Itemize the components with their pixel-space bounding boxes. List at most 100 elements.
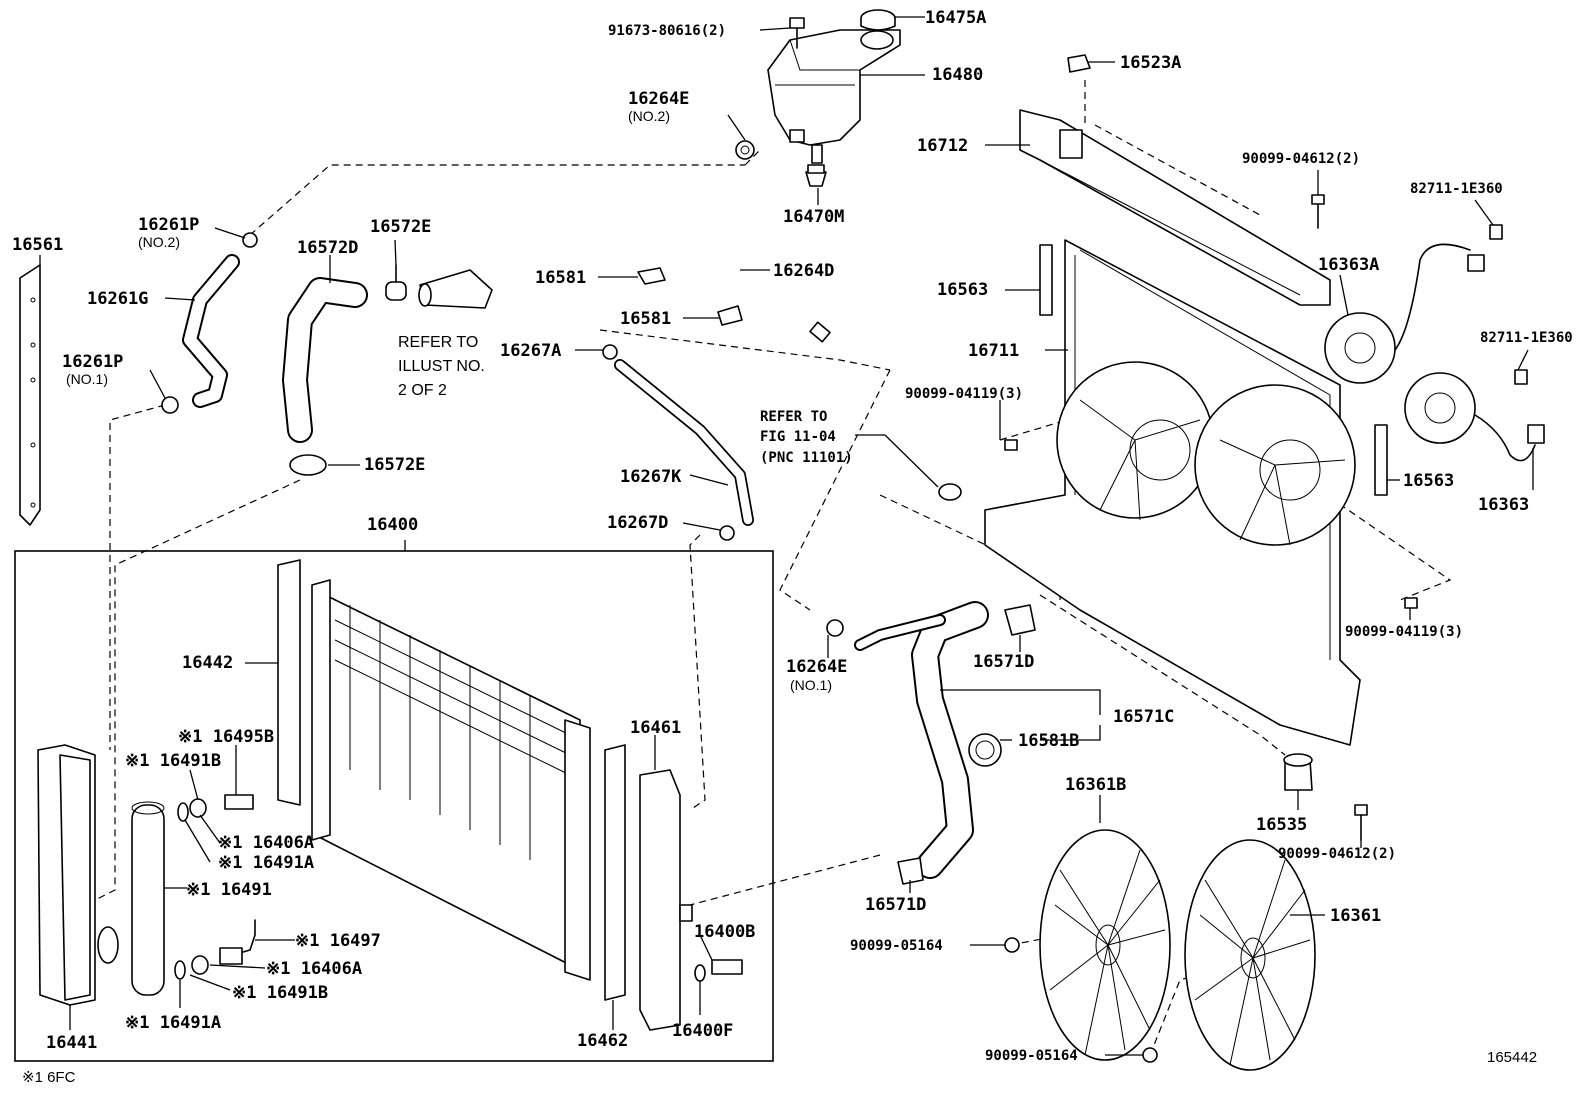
label-90099-04119-bot: 90099-04119(3) bbox=[1345, 624, 1463, 640]
label-90099-04612-bot: 90099-04612(2) bbox=[1278, 846, 1396, 862]
pipe-497 bbox=[219, 919, 256, 965]
fan-16361 bbox=[1184, 839, 1316, 1071]
radiator-tank-16441 bbox=[37, 744, 119, 1006]
label-16581B: 16581B bbox=[1018, 731, 1079, 751]
radiator-seal-16442 bbox=[277, 559, 301, 806]
note-refer-illust-1: REFER TO bbox=[398, 334, 478, 351]
note-refer-fig-3: (PNC 11101) bbox=[760, 450, 853, 466]
hose-clip-no2 bbox=[735, 140, 755, 160]
label-16400F: 16400F bbox=[672, 1021, 733, 1041]
note-refer-fig-1: REFER TO bbox=[760, 409, 827, 425]
hose-clamp-16571D-top bbox=[1004, 604, 1036, 636]
hose-clip-16261P-no1 bbox=[161, 396, 179, 414]
label-16470M: 16470M bbox=[783, 207, 844, 227]
label-16462: 16462 bbox=[577, 1031, 628, 1051]
overflow-hose bbox=[614, 359, 754, 526]
label-16400B: 16400B bbox=[694, 922, 755, 942]
fan-motor bbox=[1404, 372, 1545, 462]
seal-right bbox=[1374, 424, 1388, 496]
label-16495B: ※1 16495B bbox=[178, 727, 274, 747]
fan-16361B bbox=[1039, 829, 1171, 1061]
hose-clamp-16581B bbox=[968, 733, 1002, 767]
leader-lines bbox=[39, 16, 1534, 1056]
note-refer-fig-2: FIG 11-04 bbox=[760, 429, 836, 445]
label-16497: ※1 16497 bbox=[295, 931, 381, 951]
hose-bracket-a bbox=[637, 267, 666, 285]
label-90099-04612-top: 90099-04612(2) bbox=[1242, 151, 1360, 167]
label-16441: 16441 bbox=[46, 1033, 97, 1053]
washer-406A-bot bbox=[191, 955, 209, 975]
hose-clamp-16572E-bot bbox=[289, 454, 327, 476]
note-refer-illust-2: ILLUST NO. bbox=[398, 358, 485, 375]
figure-id: 165442 bbox=[1487, 1049, 1537, 1066]
label-16406A-top: ※1 16406A bbox=[218, 833, 314, 853]
label-16475A: 16475A bbox=[925, 8, 986, 28]
label-16261P-no2: 16261P bbox=[138, 215, 199, 235]
label-16491B-top: ※1 16491B bbox=[125, 751, 221, 771]
label-16363: 16363 bbox=[1478, 495, 1529, 515]
reservoir-cap bbox=[860, 9, 896, 31]
label-16442: 16442 bbox=[182, 653, 233, 673]
radiator-inlet-hose bbox=[282, 277, 368, 443]
label-16712: 16712 bbox=[917, 136, 968, 156]
label-90099-05164-bot: 90099-05164 bbox=[985, 1048, 1078, 1064]
oring-491B-bot bbox=[174, 960, 186, 980]
label-90099-04119-top: 90099-04119(3) bbox=[905, 386, 1023, 402]
clip-82711-bot bbox=[1514, 369, 1528, 385]
pipe-ring bbox=[938, 483, 962, 501]
label-16571D-bot: 16571D bbox=[865, 895, 926, 915]
label-16406A-bot: ※1 16406A bbox=[266, 959, 362, 979]
hose-clip-16267D bbox=[719, 525, 735, 541]
label-16563-left: 16563 bbox=[937, 280, 988, 300]
label-16571D-top: 16571D bbox=[973, 652, 1034, 672]
label-16523A: 16523A bbox=[1120, 53, 1181, 73]
label-16267A: 16267A bbox=[500, 341, 561, 361]
fan-shroud bbox=[984, 239, 1361, 746]
bolt-04119-top bbox=[1004, 439, 1018, 451]
tank-bolt bbox=[789, 17, 805, 49]
radiator-assembly-box bbox=[14, 540, 774, 1062]
reservoir-hose bbox=[662, 175, 833, 348]
note-refer-illust-3: 2 OF 2 bbox=[398, 382, 447, 399]
bolt-04612-top bbox=[1311, 194, 1325, 229]
label-16363A: 16363A bbox=[1318, 255, 1379, 275]
label-16711: 16711 bbox=[968, 341, 1019, 361]
label-16261P-no2-sub: (NO.2) bbox=[138, 234, 180, 250]
label-16491A-bot: ※1 16491A bbox=[125, 1013, 221, 1033]
oring-491B-top bbox=[177, 802, 189, 822]
label-16261G: 16261G bbox=[87, 289, 148, 309]
label-16361B: 16361B bbox=[1065, 775, 1126, 795]
label-16400: 16400 bbox=[367, 515, 418, 535]
label-16581-b: 16581 bbox=[620, 309, 671, 329]
label-82711-1E360-top: 82711-1E360 bbox=[1410, 181, 1503, 197]
fan-motor-no2 bbox=[1324, 243, 1485, 384]
radiator-core bbox=[311, 579, 591, 981]
label-16264E-no2: 16264E bbox=[628, 89, 689, 109]
water-inlet-fitting bbox=[418, 269, 493, 309]
radiator-seal-16462 bbox=[604, 744, 626, 1001]
hose-clip-16264E-no1 bbox=[826, 619, 844, 637]
label-16480: 16480 bbox=[932, 65, 983, 85]
bolt-04119-bot bbox=[1404, 597, 1418, 609]
hose-clip-16261P-no2 bbox=[242, 232, 258, 248]
radiator-tank-16461 bbox=[639, 769, 693, 1031]
label-82711-1E360-bot: 82711-1E360 bbox=[1480, 330, 1573, 346]
label-16572E-top: 16572E bbox=[370, 217, 431, 237]
bolt-04612-bot bbox=[1354, 804, 1368, 841]
label-16361: 16361 bbox=[1330, 906, 1381, 926]
label-16264D: 16264D bbox=[773, 261, 834, 281]
label-16267D: 16267D bbox=[607, 513, 668, 533]
hose-clip-16267A bbox=[602, 344, 618, 360]
label-16267K: 16267K bbox=[620, 467, 682, 487]
label-16491: ※1 16491 bbox=[186, 880, 272, 900]
drain-oring-16400F bbox=[694, 964, 706, 982]
washer-406A-top bbox=[189, 798, 207, 818]
nut-05164-bot bbox=[1142, 1047, 1158, 1063]
label-90099-05164-top: 90099-05164 bbox=[850, 938, 943, 954]
label-16563-right: 16563 bbox=[1403, 471, 1454, 491]
plug-495B bbox=[224, 794, 254, 810]
label-16535: 16535 bbox=[1256, 815, 1307, 835]
label-91673-80616: 91673-80616(2) bbox=[608, 23, 726, 39]
hose-clamp-16572E-top bbox=[385, 264, 407, 301]
